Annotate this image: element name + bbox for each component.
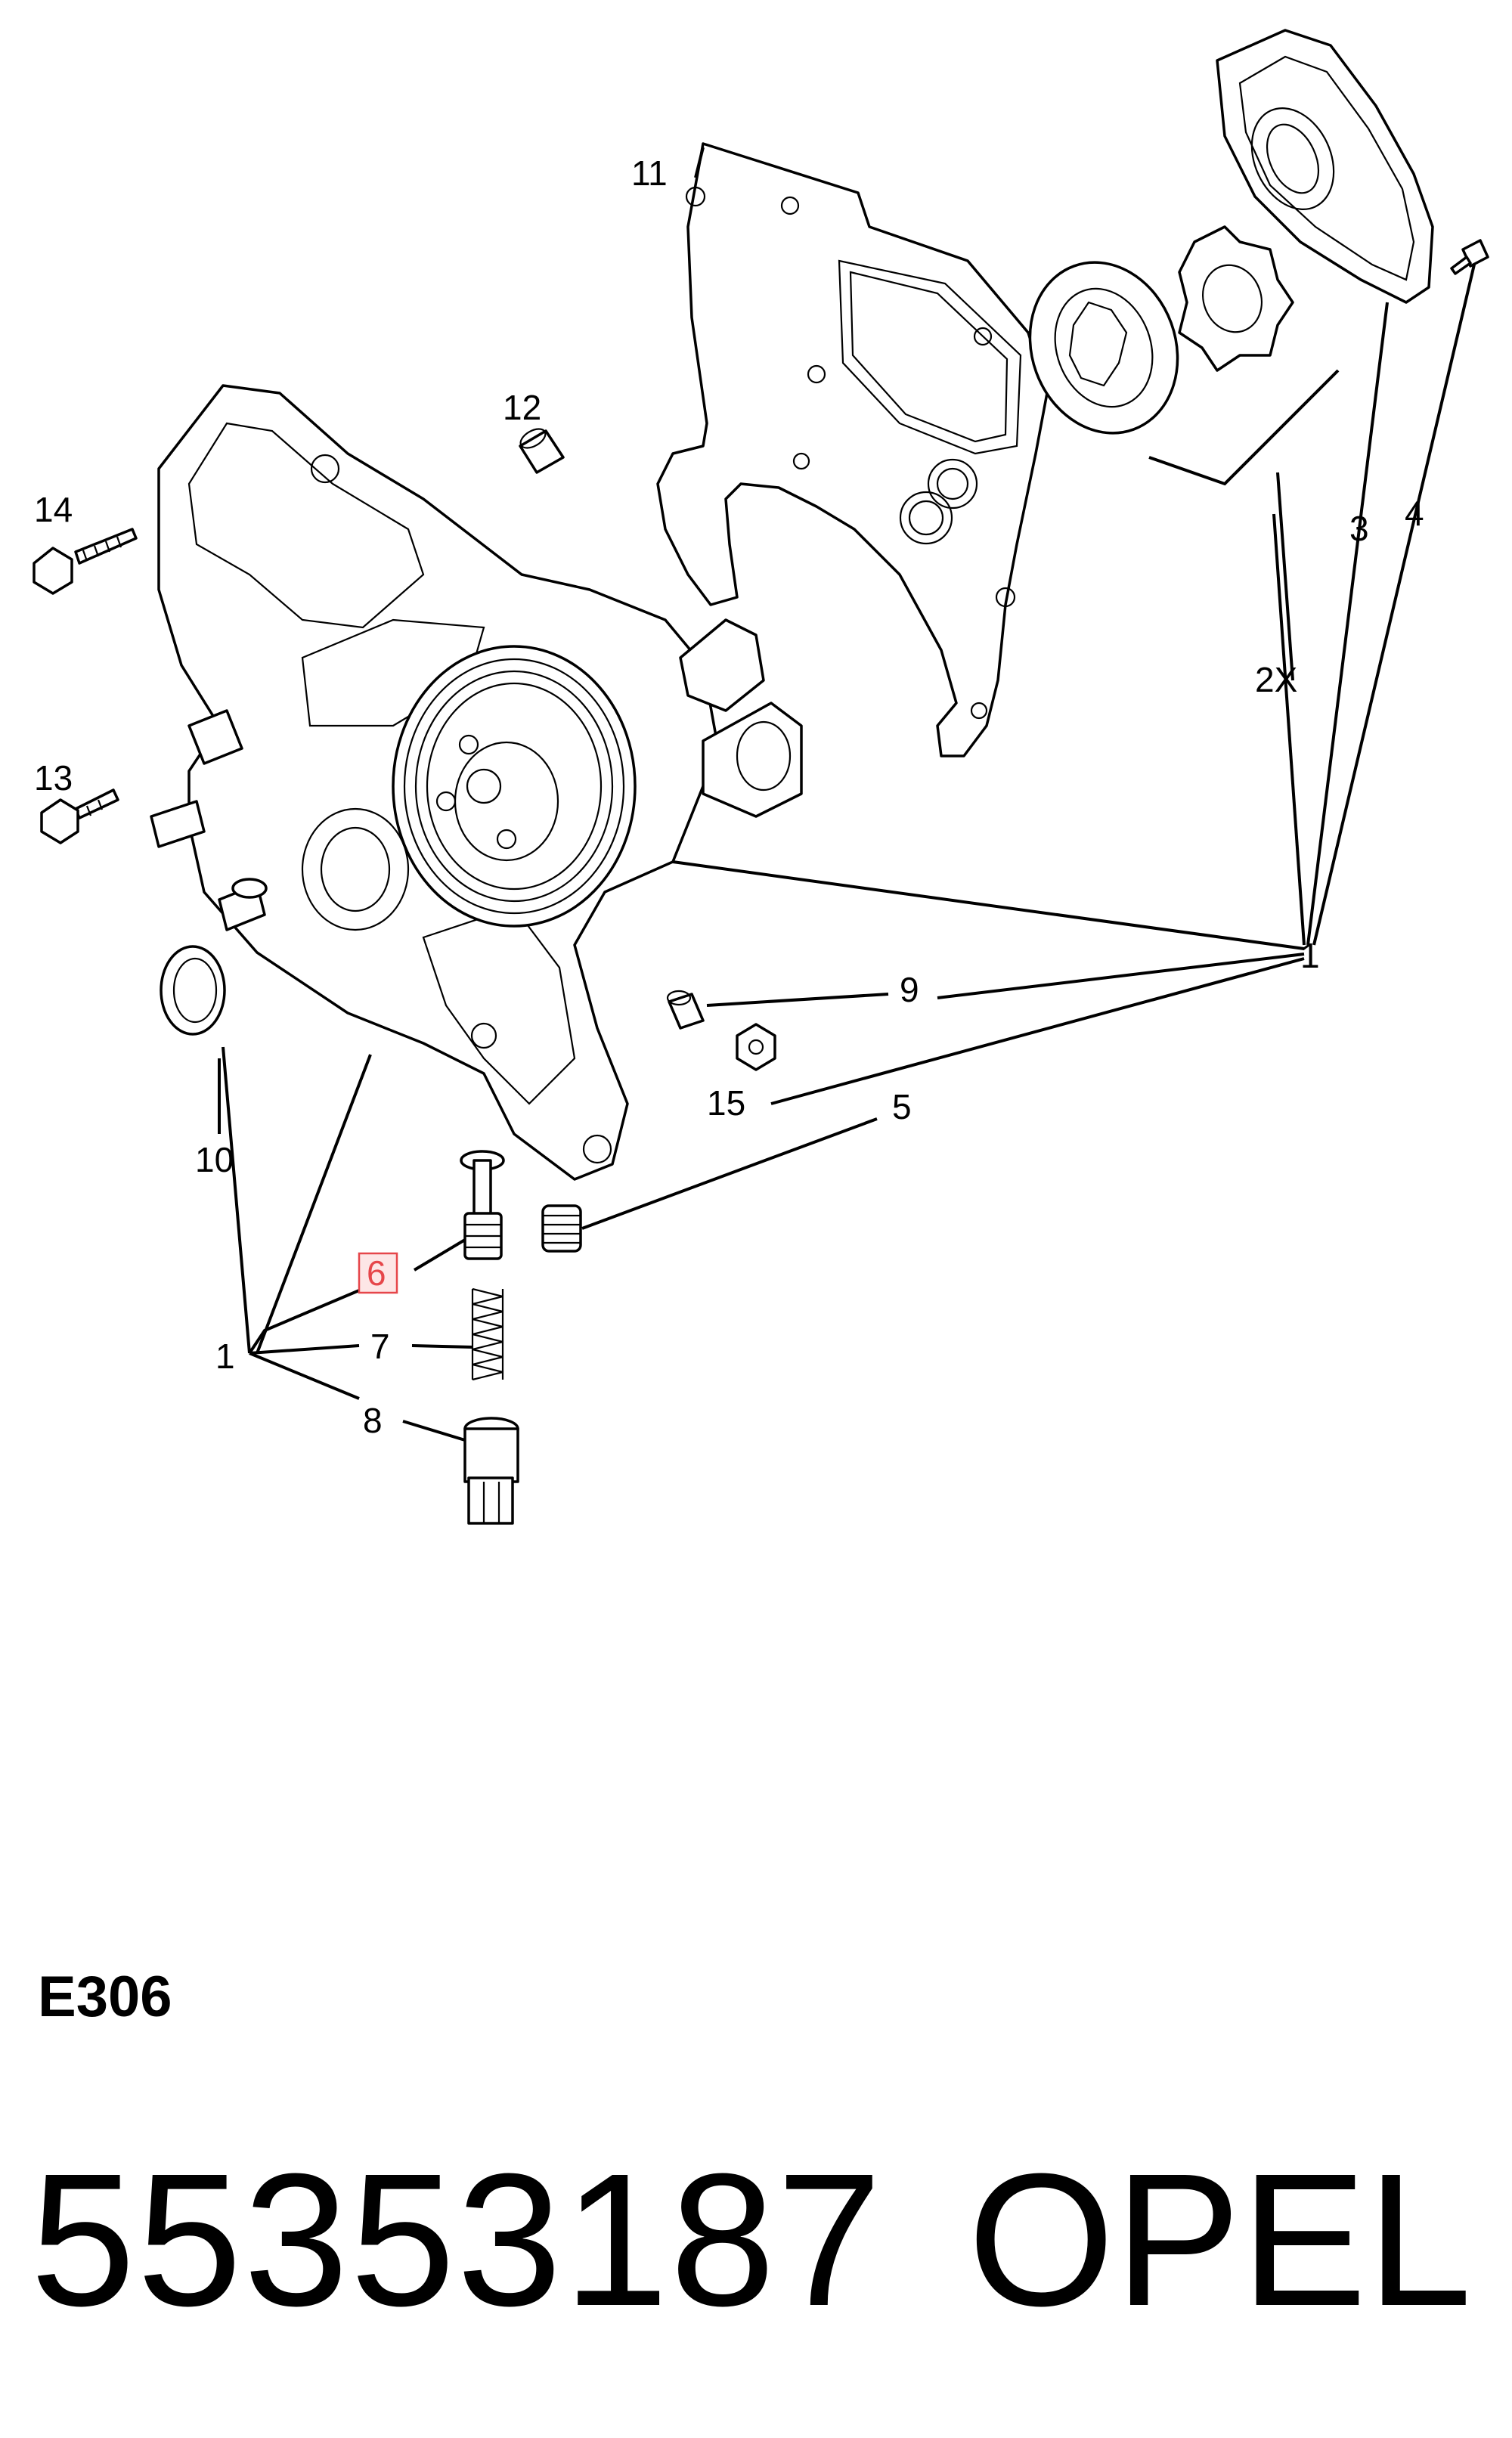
bolt-part-14 [33, 528, 138, 595]
screw-part-4 [1450, 239, 1489, 275]
diagram-code: E306 [38, 1965, 172, 2029]
callout-10: 10 [195, 1140, 234, 1179]
dowel-part-12 [519, 428, 565, 474]
leader-lines [218, 147, 1476, 1442]
callout-5: 5 [892, 1087, 912, 1126]
brand-name: OPEL [968, 2134, 1472, 2345]
gear-set-part-2x [1028, 225, 1294, 435]
callout-2x: 2X [1255, 660, 1297, 699]
exploded-parts-diagram: 11 12 14 13 3 4 2X 1 9 15 5 10 6 7 1 8 [33, 29, 1489, 1525]
piston-part-6 [460, 1150, 505, 1260]
callout-11: 11 [631, 153, 668, 193]
bolt-part-13 [40, 788, 119, 844]
callout-4: 4 [1405, 494, 1424, 533]
spring-part-7 [471, 1287, 504, 1381]
callout-12: 12 [503, 388, 541, 427]
callout-6-highlight [358, 1252, 398, 1294]
plug-part-9 [666, 990, 705, 1030]
gasket-part-11 [656, 142, 1049, 757]
seal-ring-part-10 [160, 945, 226, 1036]
screw-plug-part-15 [736, 1023, 776, 1071]
plug-part-8 [463, 1417, 519, 1525]
insert-part-5 [541, 1204, 582, 1253]
part-number: 55353187 [30, 2134, 884, 2345]
callout-13: 13 [34, 758, 73, 798]
callout-3: 3 [1349, 509, 1369, 548]
callout-labels: 11 12 14 13 3 4 2X 1 9 15 5 10 6 7 1 8 [34, 153, 1424, 1440]
callout-1-left: 1 [215, 1337, 235, 1376]
callout-1-right: 1 [1300, 936, 1320, 975]
callout-8: 8 [363, 1401, 383, 1440]
pulley-rotor [392, 645, 637, 928]
callout-15: 15 [707, 1083, 745, 1123]
callout-7: 7 [370, 1327, 390, 1366]
callout-14: 14 [34, 490, 73, 529]
callout-9: 9 [900, 970, 919, 1009]
callout-6: 6 [367, 1253, 386, 1293]
pump-cover-part-3 [1216, 29, 1434, 304]
